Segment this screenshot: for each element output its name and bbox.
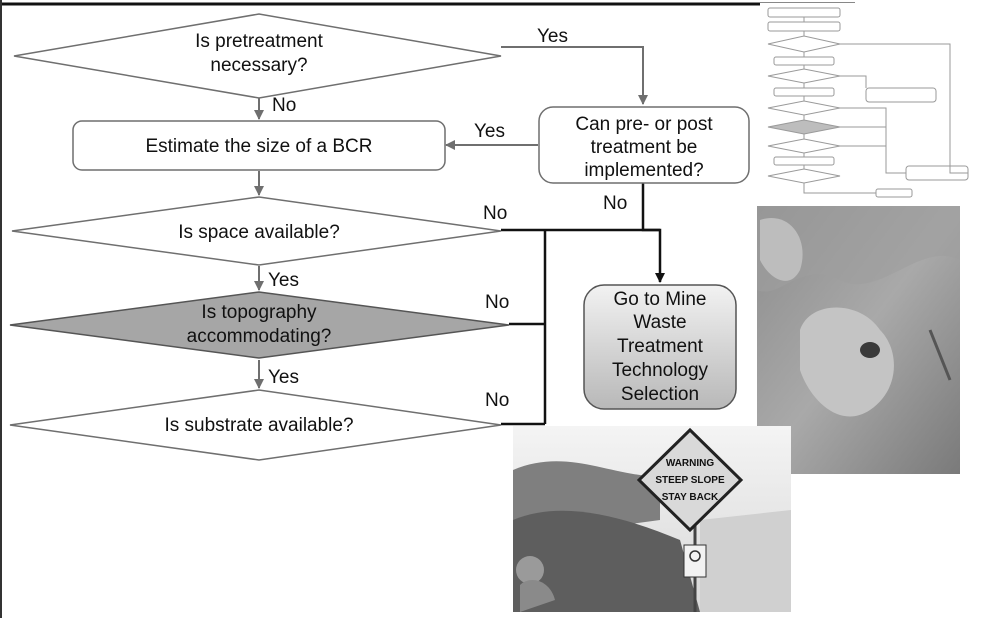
decision-topography: Is topography accommodating?	[9, 291, 510, 359]
terminal-go-to-line2: Waste	[633, 312, 686, 333]
decision-space: Is space available?	[11, 196, 502, 266]
edge-pre-yes	[501, 46, 648, 105]
decision-substrate-label: Is substrate available?	[164, 415, 353, 436]
label-topo-yes: Yes	[268, 367, 299, 388]
label-can-no: No	[603, 193, 627, 214]
process-can-treat-line1: Can pre- or post	[575, 114, 713, 135]
edge-can-no	[641, 183, 665, 283]
label-pre-yes: Yes	[537, 26, 568, 47]
terminal-go-to: Go to Mine Waste Treatment Technology Se…	[583, 284, 737, 410]
warning-sign-photo: WARNING STEEP SLOPE STAY BACK	[513, 426, 791, 612]
sign-line3: STAY BACK	[662, 492, 719, 503]
decision-space-label: Is space available?	[178, 222, 340, 243]
label-pre-no: No	[272, 95, 296, 116]
label-can-yes: Yes	[474, 121, 505, 142]
label-substrate-no: No	[485, 390, 509, 411]
process-can-treat-line2: treatment be	[591, 137, 698, 158]
terminal-go-to-line1: Go to Mine	[614, 289, 707, 310]
flowchart-thumbnail-image	[760, 3, 1003, 200]
process-can-treat-line3: implemented?	[584, 160, 703, 181]
decision-pretreatment-line1: Is pretreatment	[195, 31, 323, 52]
process-estimate-size: Estimate the size of a BCR	[72, 120, 446, 171]
decision-pretreatment-line2: necessary?	[210, 55, 307, 76]
process-estimate-size-label: Estimate the size of a BCR	[145, 136, 372, 157]
sign-line2: STEEP SLOPE	[655, 475, 725, 486]
decision-substrate: Is substrate available?	[9, 389, 502, 461]
label-space-yes: Yes	[268, 270, 299, 291]
decision-topography-line1: Is topography	[201, 302, 317, 323]
terminal-go-to-line5: Selection	[621, 384, 699, 405]
terminal-go-to-line3: Treatment	[617, 336, 704, 357]
sign-line1: WARNING	[666, 458, 715, 469]
label-topo-no: No	[485, 292, 509, 313]
process-can-treat: Can pre- or post treatment be implemente…	[538, 106, 750, 184]
label-space-no: No	[483, 203, 507, 224]
decision-topography-line2: accommodating?	[187, 326, 332, 347]
decision-pretreatment: Is pretreatment necessary?	[13, 13, 502, 99]
terminal-go-to-line4: Technology	[612, 360, 709, 381]
